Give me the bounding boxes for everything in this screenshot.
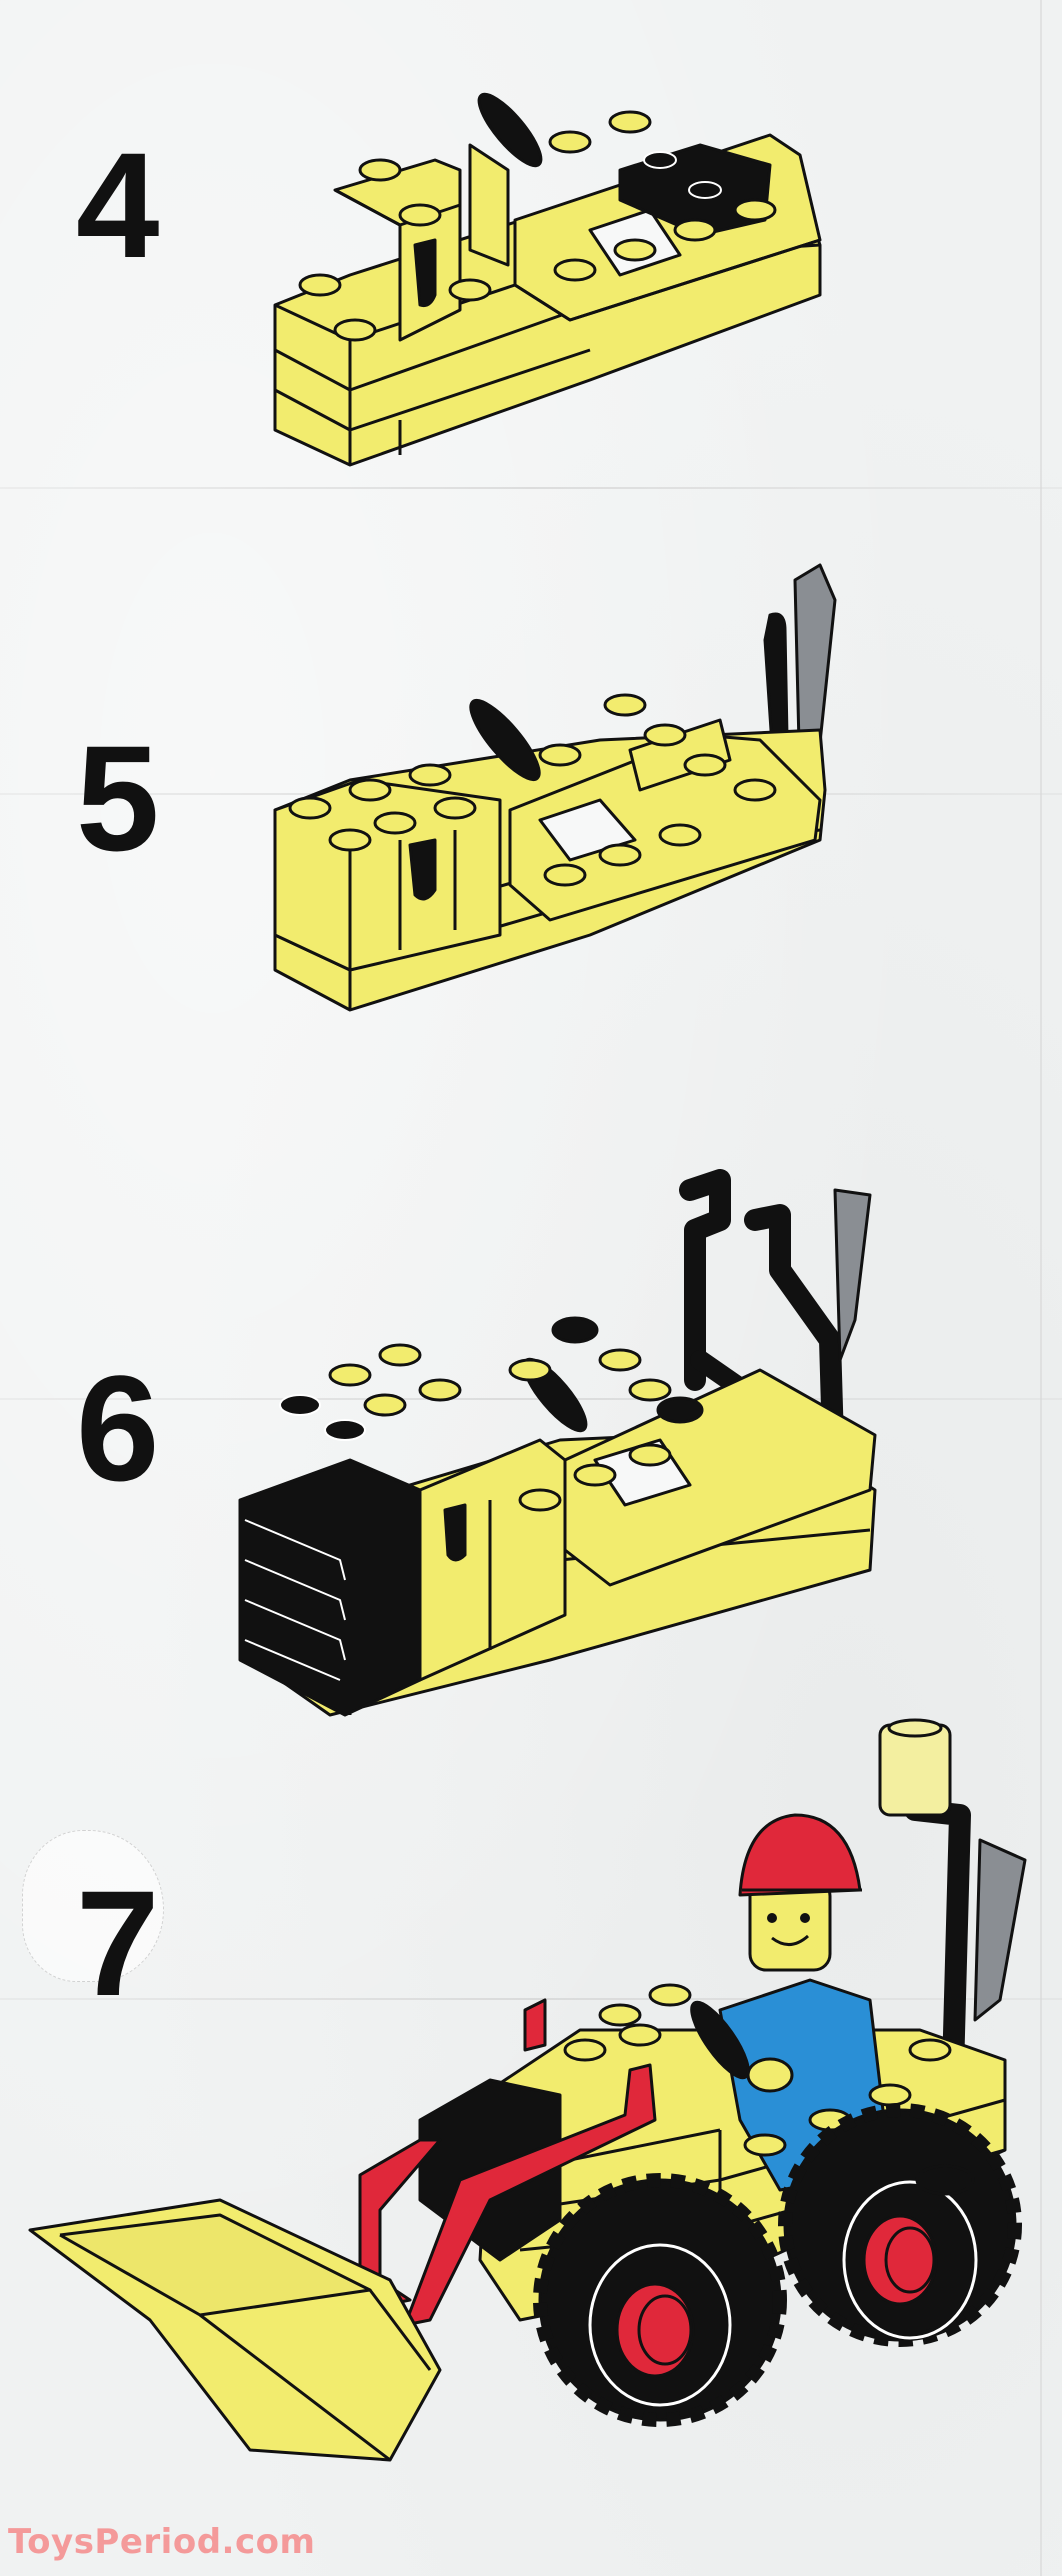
step-number-4: 4 xyxy=(76,121,159,289)
paper-fold-line xyxy=(0,1998,1062,2000)
watermark-text: ToysPeriod.com xyxy=(8,2522,316,2562)
step-4-illustration xyxy=(273,92,822,467)
step-6-illustration xyxy=(238,1169,877,1717)
paper-fold-line xyxy=(0,487,1062,489)
paper-fold-line xyxy=(1040,0,1042,2576)
step-number-5: 5 xyxy=(76,714,159,882)
step-number-6: 6 xyxy=(76,1344,159,1512)
step-7-illustration xyxy=(28,1718,1027,2462)
step-number-7: 7 xyxy=(76,1859,159,2027)
step-5-illustration xyxy=(273,563,837,1012)
paper-fold-line xyxy=(0,1398,1062,1400)
paper-stain xyxy=(22,1830,164,1982)
